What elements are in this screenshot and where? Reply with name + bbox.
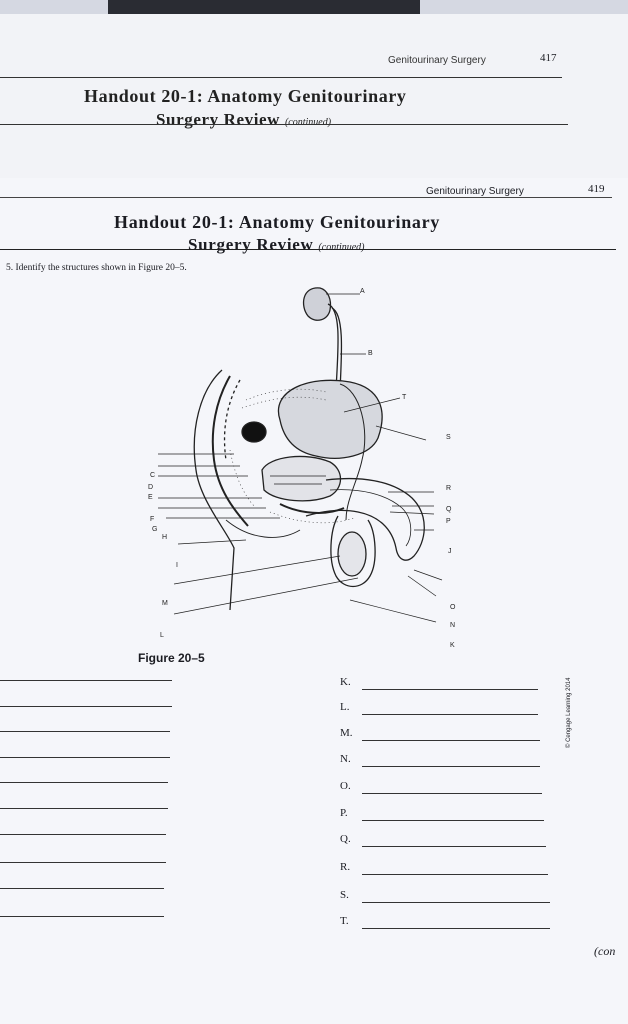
answer-line[interactable] [362,874,548,875]
answer-line-h[interactable] [0,862,166,863]
fig-label-t: T [402,394,407,401]
back-header: Genitourinary Surgery [388,55,486,66]
answer-line-g[interactable] [0,834,166,835]
title-rule [0,249,616,250]
answer-letter: O. [340,780,351,792]
answer-letter: L. [340,701,350,713]
answer-line[interactable] [362,793,542,794]
back-title-text: Surgery Review [156,110,281,129]
answer-line-f[interactable] [0,808,168,809]
answer-line[interactable] [362,766,540,767]
page-header: Genitourinary Surgery [426,186,524,197]
fig-label-h: H [162,534,168,541]
answer-line-j[interactable] [0,916,164,917]
fig-label-j: J [448,548,452,555]
dark-band [108,0,420,16]
fig-label-g: G [152,526,158,533]
fig-label-a: A [360,288,365,295]
answer-letter: T. [340,915,349,927]
fig-label-r: R [446,485,452,492]
fig-label-i: I [176,562,178,569]
fig-label-l: L [160,632,164,639]
page-title-text: Surgery Review [188,235,314,254]
fig-label-o: O [450,604,456,611]
answer-letter: K. [340,676,351,688]
fig-label-e: E [148,494,153,501]
answer-line[interactable] [362,740,540,741]
answer-line-i[interactable] [0,888,164,889]
answer-letter: M. [340,727,353,739]
back-page-number: 417 [540,52,557,64]
fig-label-c: C [150,472,156,479]
copyright-notice: © Cengage Learning 2014 [566,677,572,748]
page-title-line1: Handout 20-1: Anatomy Genitourinary [114,212,441,232]
top-edge [0,0,628,16]
answer-line-c[interactable] [0,731,170,732]
previous-page: Genitourinary Surgery 417 Handout 20-1: … [0,14,628,204]
worksheet-page: Genitourinary Surgery 419 Handout 20-1: … [0,178,628,1024]
back-continued: (continued) [284,117,332,128]
anatomy-figure [158,287,443,623]
fig-label-k: K [450,642,455,649]
answer-line[interactable] [362,714,538,715]
answer-letter: Q. [340,833,351,845]
answer-line[interactable] [362,902,550,903]
page-title-line2: Surgery Review (continued) [188,235,365,255]
fig-label-b: B [368,350,373,357]
answer-line-e[interactable] [0,782,168,783]
fig-label-n: N [450,622,456,629]
answer-line-b[interactable] [0,706,172,707]
answer-line-d[interactable] [0,757,170,758]
answer-letter: S. [340,889,349,901]
fig-label-m: M [162,600,168,607]
fig-label-s: S [446,434,451,441]
page-number: 419 [588,183,605,195]
continued-footer: (con [594,944,616,958]
figure-caption: Figure 20–5 [138,651,205,665]
fig-label-d: D [148,484,154,491]
fig-label-p: P [446,518,451,525]
header-rule [0,197,612,198]
question-text: 5. Identify the structures shown in Figu… [6,263,187,273]
back-rule-2 [0,124,568,125]
answer-letter: N. [340,753,351,765]
answer-line[interactable] [362,689,538,690]
answer-line[interactable] [362,846,546,847]
fig-label-q: Q [446,506,452,513]
answer-line-a[interactable] [0,680,172,681]
page-continued: (continued) [318,242,365,253]
answer-line[interactable] [362,820,544,821]
answer-letter: R. [340,861,351,873]
back-rule [0,77,562,78]
back-title-line1: Handout 20-1: Anatomy Genitourinary [84,86,407,106]
answer-line[interactable] [362,928,550,929]
answer-letter: P. [340,807,348,819]
fig-label-f: F [150,516,155,523]
back-title-line2: Surgery Review (continued) [156,110,331,130]
